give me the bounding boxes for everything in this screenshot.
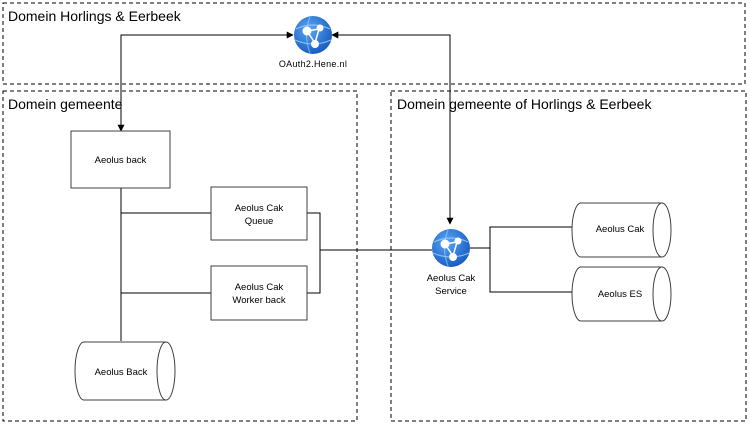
cak-service-label-line2: Service [435,286,467,297]
oauth-label: OAuth2.Hene.nl [279,59,347,69]
connector-oauth-cak-service [331,31,454,225]
aeolus-cak-database-label: Aeolus Cak [596,224,645,235]
aeolus-es-database[interactable]: Aeolus ES [571,266,672,322]
oauth-node[interactable]: OAuth2.Hene.nl [279,16,347,69]
cak-queue-label-line1: Aeolus Cak [235,203,284,214]
aeolus-back-label: Aeolus back [95,155,147,166]
cak-queue-label-line2: Queue [245,216,274,227]
connector-queue-bracket [307,212,321,294]
aeolus-cak-database[interactable]: Aeolus Cak [571,202,672,258]
aeolus-back-database[interactable]: Aeolus Back [74,341,176,401]
domain-left-frame [2,90,358,422]
domain-right-title: Domein gemeente of Horlings & Eerbeek [397,96,652,112]
cak-worker-node[interactable]: Aeolus Cak Worker back [210,265,308,321]
cak-service-label-line1: Aeolus Cak [427,273,476,284]
aeolus-back-node[interactable]: Aeolus back [70,130,171,189]
cak-service-node[interactable]: Aeolus Cak Service [427,229,476,297]
domain-right-frame [390,90,747,422]
cak-worker-label-line1: Aeolus Cak [235,282,284,293]
cak-worker-label-line2: Worker back [232,295,285,306]
domain-left-title: Domein gemeente [8,96,123,112]
azure-app-service-icon [432,229,470,267]
connector-oauth-aeolus-back [117,31,294,132]
aeolus-back-database-label: Aeolus Back [95,367,148,378]
connector-service-es [489,248,573,293]
connector-service-dbs [470,226,573,249]
connectors [117,31,573,341]
domain-top-title: Domein Horlings & Eerbeek [8,8,182,24]
aeolus-es-database-label: Aeolus ES [598,289,642,300]
azure-app-service-icon [294,16,332,54]
cak-queue-node[interactable]: Aeolus Cak Queue [210,186,308,241]
